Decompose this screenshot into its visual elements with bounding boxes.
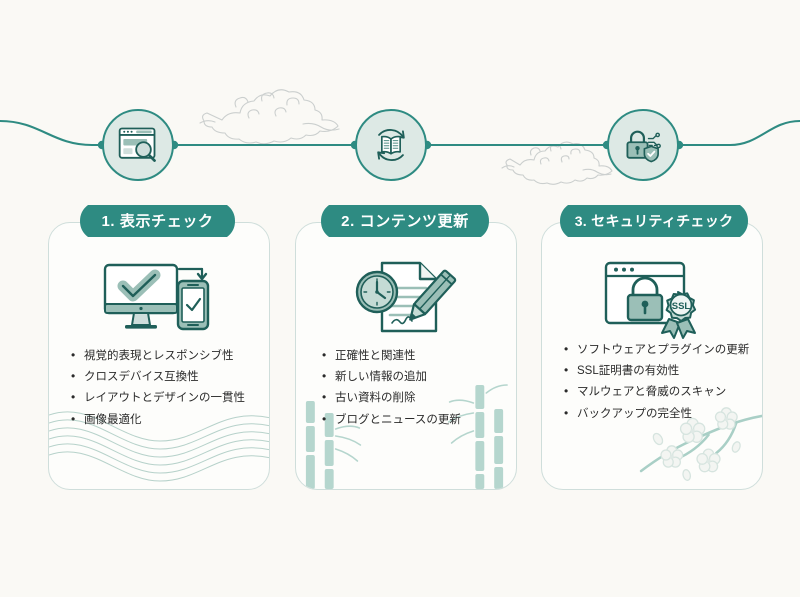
list-item: 視覚的表現とレスポンシブ性: [71, 348, 257, 364]
pill-shape: [560, 205, 748, 237]
card-3-title: 3. セキュリティチェック: [574, 213, 734, 229]
list-item: 画像最適化: [71, 412, 257, 428]
clock-document-pencil-icon: [355, 261, 457, 333]
card-1-bullet-list: 視覚的表現とレスポンシブ性 クロスデバイス互換性 レイアウトとデザインの一貫性 …: [71, 348, 257, 434]
ssl-badge-text: SSL: [672, 301, 691, 312]
card-2-bullet-list: 正確性と関連性 新しい情報の追加 古い資料の削除 ブログとニュースの更新: [322, 348, 504, 434]
book-refresh-icon: [377, 129, 405, 161]
card-2-icon-wrap: [296, 253, 516, 345]
lock-shield-icon: [626, 130, 661, 163]
card-display-check[interactable]: 視覚的表現とレスポンシブ性 クロスデバイス互換性 レイアウトとデザインの一貫性 …: [48, 222, 270, 490]
list-item: レイアウトとデザインの一貫性: [71, 390, 257, 406]
card-security-check[interactable]: SSL ソフトウェアとプラグインの更新 SSL証明書の有効性 マルウェアと脅威の…: [541, 222, 763, 490]
card-3-bullet-list: ソフトウェアとプラグインの更新 SSL証明書の有効性 マルウェアと脅威のスキャン…: [564, 342, 752, 428]
browser-search-icon: [118, 127, 156, 162]
browser-lock-ssl-icon: SSL: [604, 261, 697, 339]
list-item: 古い資料の削除: [322, 390, 504, 406]
card-2-title: 2. コンテンツ更新: [341, 212, 469, 230]
list-item: 新しい情報の追加: [322, 369, 504, 385]
pill-shape: [321, 205, 489, 237]
timeline: [0, 90, 800, 210]
card-content-update[interactable]: 正確性と関連性 新しい情報の追加 古い資料の削除 ブログとニュースの更新: [295, 222, 517, 490]
list-item: クロスデバイス互換性: [71, 369, 257, 385]
list-item: SSL証明書の有効性: [564, 363, 752, 379]
list-item: ソフトウェアとプラグインの更新: [564, 342, 752, 358]
card-1-title: 1. 表示チェック: [101, 212, 214, 230]
list-item: バックアップの完全性: [564, 406, 752, 422]
card-1-title-pill[interactable]: 1. 表示チェック: [78, 203, 237, 239]
card-1-icon-wrap: [49, 253, 269, 345]
card-3-title-pill[interactable]: 3. セキュリティチェック: [558, 203, 750, 239]
list-item: 正確性と関連性: [322, 348, 504, 364]
list-item: マルウェアと脅威のスキャン: [564, 384, 752, 400]
list-item: ブログとニュースの更新: [322, 412, 504, 428]
card-2-title-pill[interactable]: 2. コンテンツ更新: [319, 203, 491, 239]
timeline-node-3[interactable]: [607, 109, 679, 181]
card-3-icon-wrap: SSL: [542, 253, 762, 345]
timeline-node-2[interactable]: [355, 109, 427, 181]
timeline-node-1[interactable]: [102, 109, 174, 181]
desktop-mobile-check-icon: [103, 263, 210, 331]
pill-shape: [80, 205, 235, 237]
